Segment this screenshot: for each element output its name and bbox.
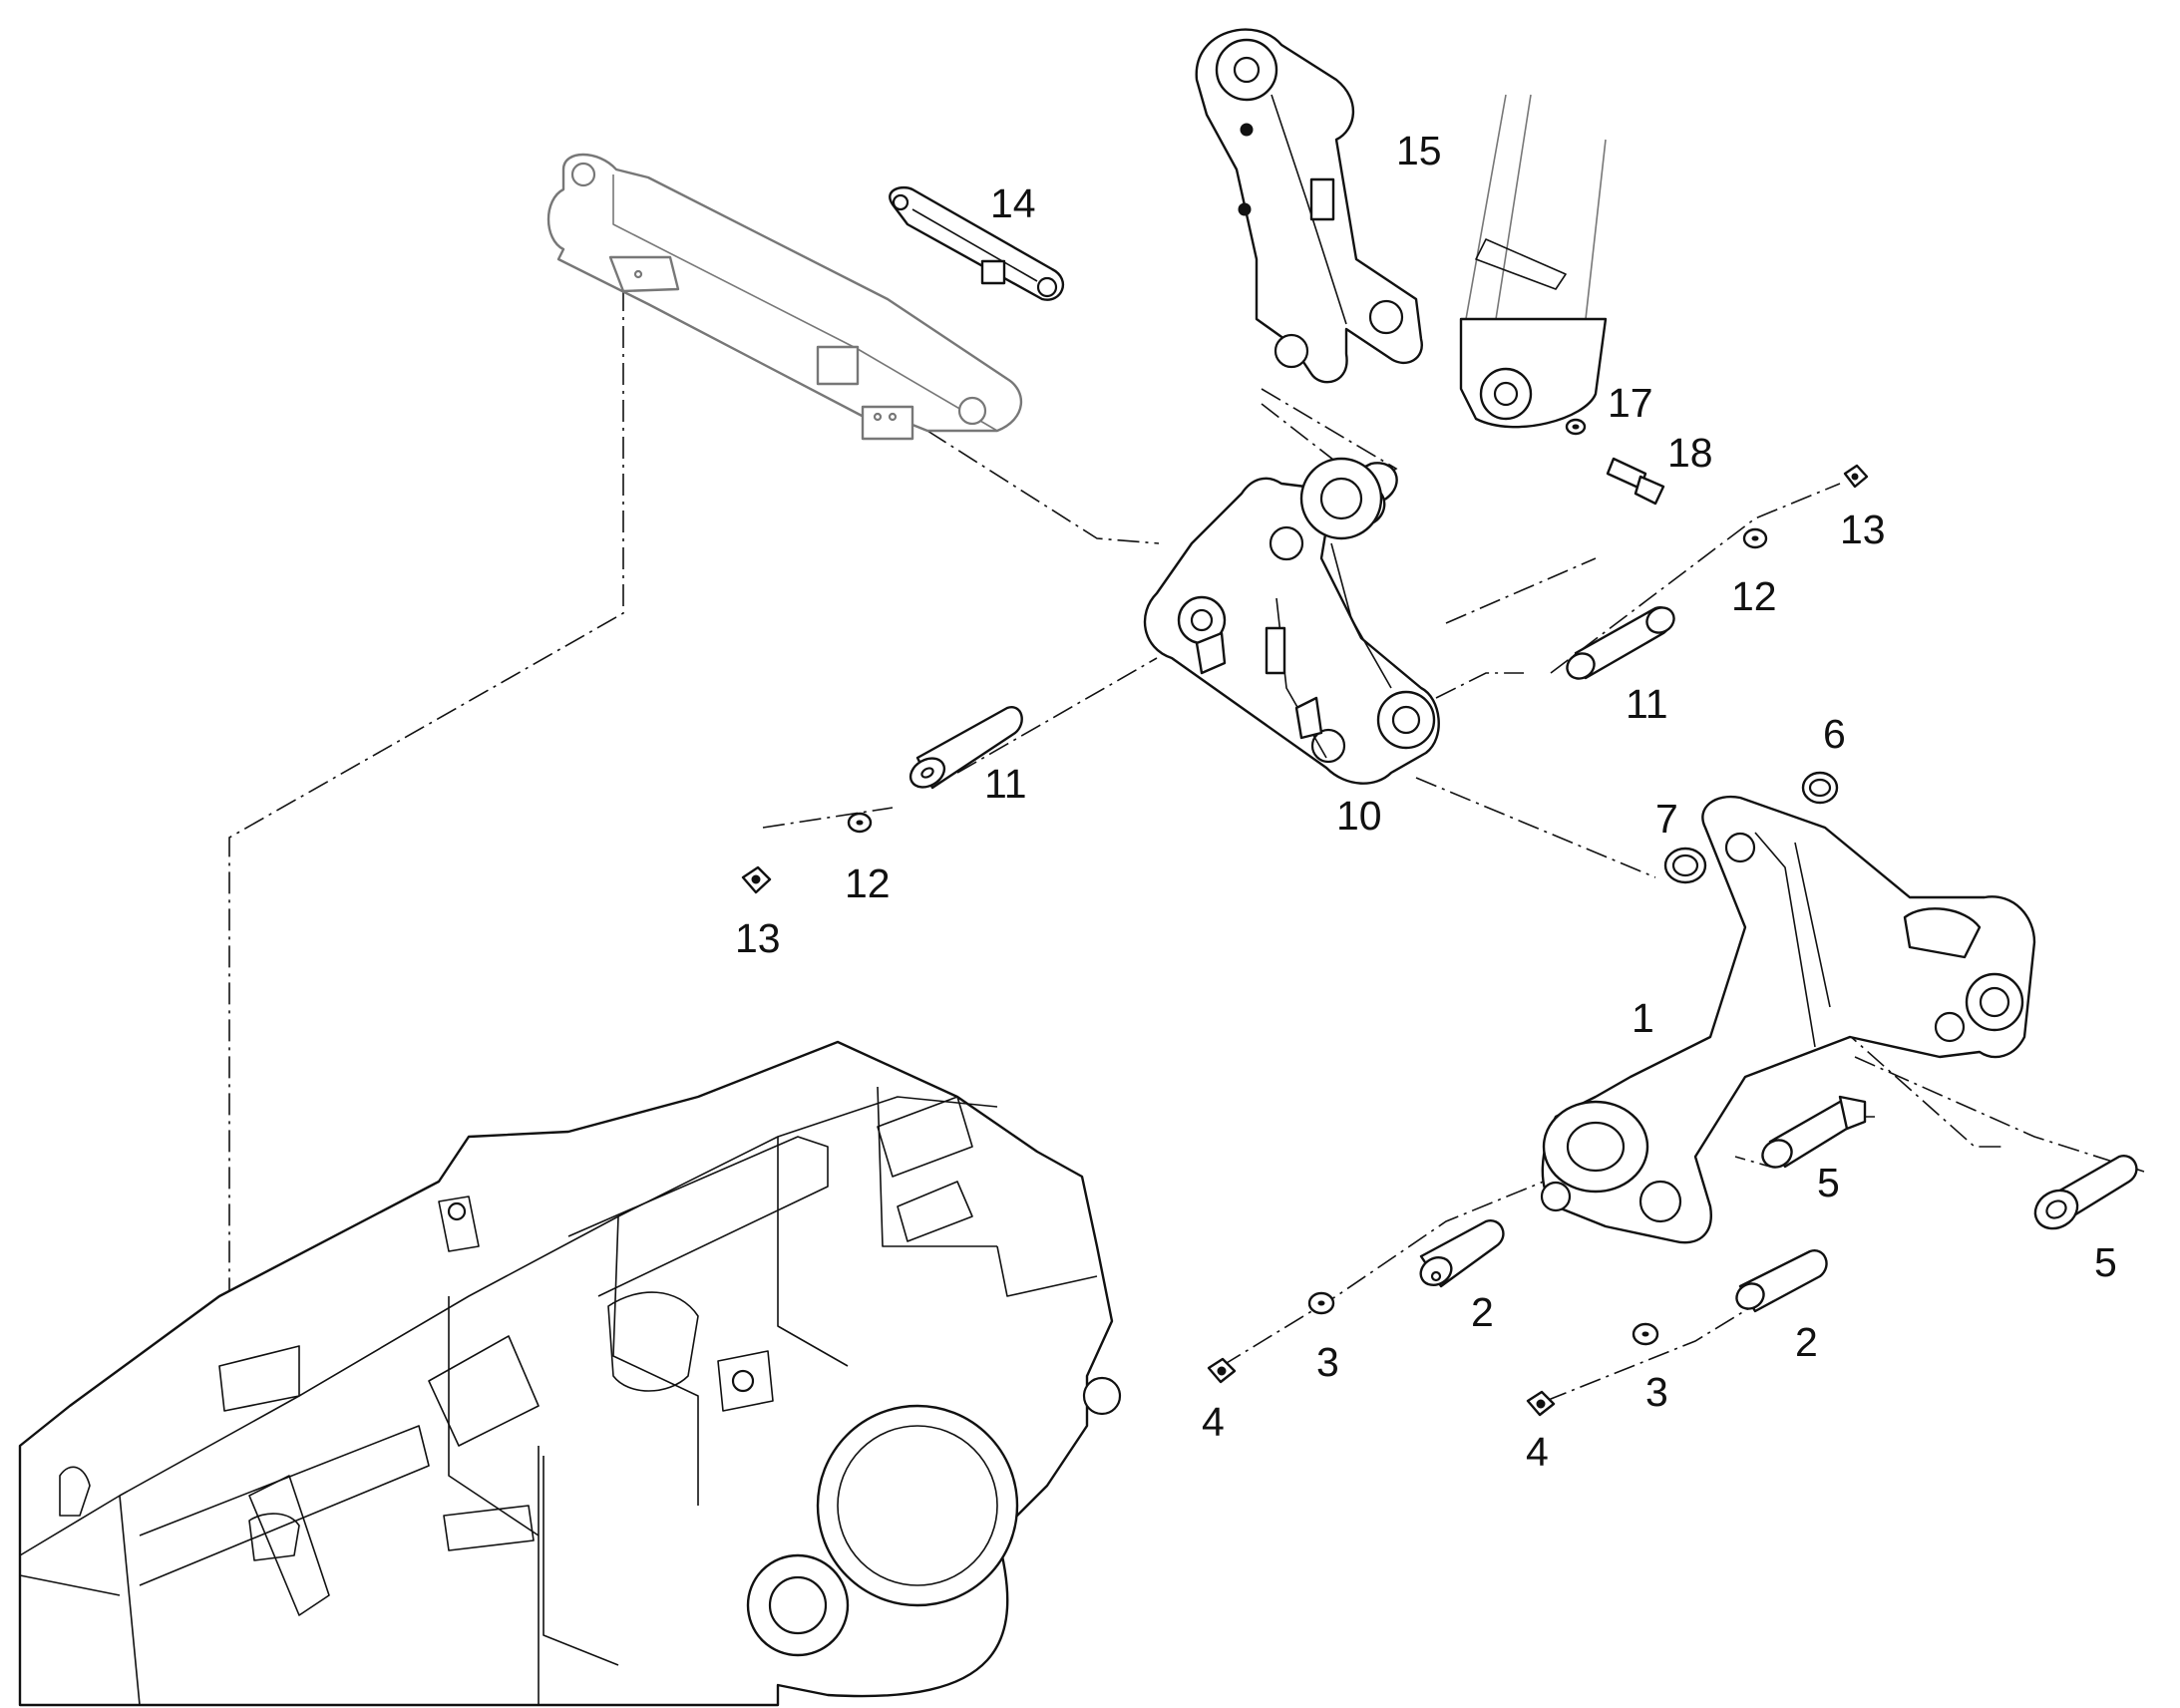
callout-11: 11: [984, 761, 1027, 807]
callout-1: 1: [1632, 995, 1654, 1041]
callout-18: 18: [1667, 430, 1713, 476]
callout-4: 4: [1202, 1399, 1225, 1445]
bolt-part-13-left: [741, 865, 772, 894]
washer-part-12-right: [1742, 527, 1768, 549]
washer-part-3-left: [1307, 1291, 1335, 1315]
washer-part-12-left: [847, 812, 873, 834]
callout-3: 3: [1316, 1339, 1339, 1385]
lifting-arm-part-15: [1195, 28, 1423, 384]
callout-11: 11: [1626, 681, 1668, 727]
callout-10: 10: [1336, 793, 1382, 839]
callout-12: 12: [1731, 573, 1777, 619]
callout-6: 6: [1823, 711, 1846, 757]
pin-part-5-center: [1761, 1095, 1867, 1169]
bracket-part-10: [1143, 457, 1440, 785]
lift-bracket-part-1: [1540, 795, 2036, 1244]
pin-part-11-right: [1566, 606, 1675, 680]
callout-5: 5: [1817, 1160, 1840, 1205]
callout-5: 5: [2094, 1239, 2117, 1285]
callout-4: 4: [1526, 1429, 1549, 1475]
washer-part-3-right: [1632, 1322, 1659, 1346]
link-plate-part-14: [889, 185, 1064, 301]
callout-2: 2: [1795, 1319, 1818, 1365]
callout-labels: 1 2 2 3 3 4 4 5 5 6 7 10 11 11 12 12 13 …: [735, 128, 2117, 1475]
bolt-part-4-left: [1207, 1357, 1237, 1384]
callout-17: 17: [1608, 380, 1653, 426]
bolt-part-18: [1606, 457, 1665, 506]
callout-14: 14: [990, 180, 1036, 226]
leader-lines: [228, 289, 2145, 1402]
callout-13: 13: [1840, 507, 1886, 552]
pin-part-2-left: [1419, 1219, 1505, 1288]
upper-frame-rail: [546, 153, 1022, 441]
pin-part-2-right: [1735, 1249, 1828, 1313]
callout-13: 13: [735, 915, 781, 961]
washer-part-17: [1565, 418, 1587, 436]
main-chassis-frame: [18, 1040, 1122, 1707]
ring-part-6: [1801, 771, 1839, 805]
callout-7: 7: [1655, 796, 1678, 842]
ring-part-7: [1663, 847, 1707, 884]
bolt-part-13-right: [1843, 464, 1869, 489]
callout-15: 15: [1396, 128, 1442, 173]
pin-part-11-left: [908, 706, 1023, 790]
callout-3: 3: [1645, 1369, 1668, 1415]
pin-part-5-right: [2033, 1155, 2138, 1230]
bolt-part-4-right: [1526, 1390, 1556, 1417]
callout-12: 12: [845, 860, 891, 906]
hydraulic-cylinder: [1459, 94, 1608, 429]
callout-2: 2: [1471, 1289, 1494, 1335]
